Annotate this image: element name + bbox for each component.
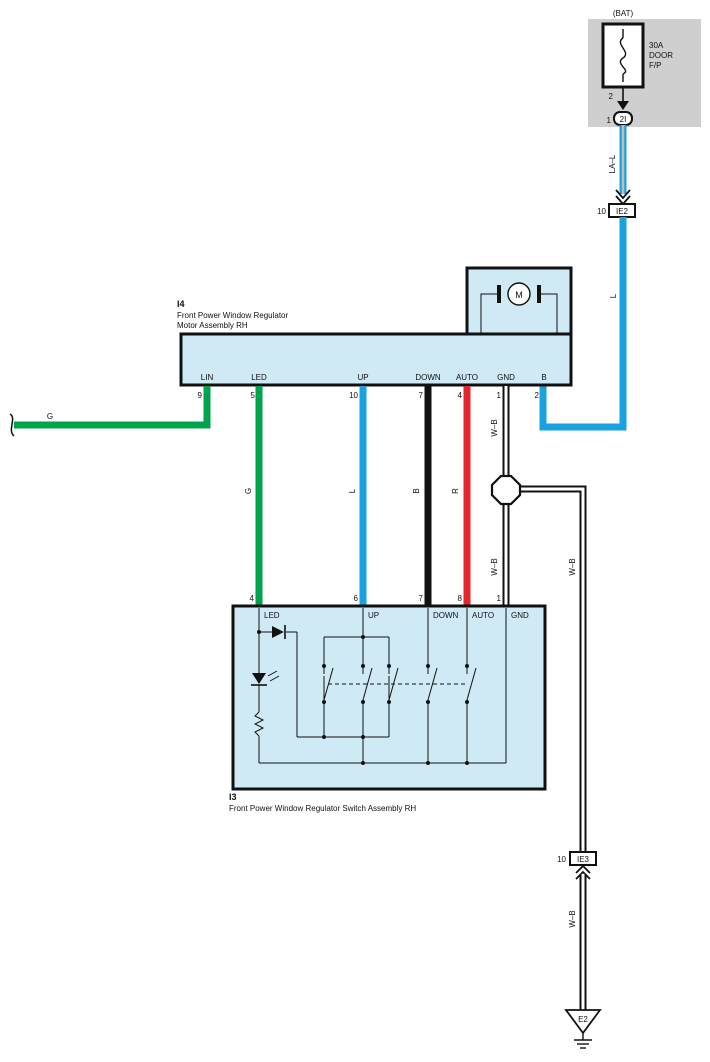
fuse-pin-conn: 1 (607, 116, 612, 125)
wire-label-gnd-mid: W–B (490, 558, 499, 575)
chevron-up-icon (575, 864, 591, 880)
wire-auto: R (451, 386, 471, 605)
ground-point: E2 (564, 1009, 602, 1049)
wire-gnd-bottom: W–B (568, 874, 587, 1010)
switch-terminal-led: LED (264, 611, 280, 620)
wire-break-icon (9, 413, 15, 437)
motor-pin-gnd: 1 (497, 391, 502, 400)
motor-terminal-auto: AUTO (456, 373, 478, 382)
switch-terminal-gnd: GND (511, 611, 529, 620)
connector-ie3: 10 IE3 (557, 851, 597, 880)
led-indicator-icon (272, 625, 286, 639)
motor-icon (507, 282, 531, 306)
wire-la-l: LA–L (608, 125, 631, 206)
fuse-arrow-icon (617, 101, 629, 110)
connector-ie2: 10 IE2 (597, 203, 636, 218)
switch-contact-dots (257, 630, 469, 765)
fuse-rating: 30A (649, 41, 664, 50)
switch-pin-auto: 8 (458, 594, 463, 603)
motor-pin-lin: 9 (198, 391, 203, 400)
wire-gnd-branch: W–B (506, 485, 587, 852)
wire-label-lin: G (47, 412, 53, 421)
motor-terminal-down: DOWN (415, 373, 441, 382)
switch-terminal-down: DOWN (433, 611, 459, 620)
motor-pin-up: 10 (349, 391, 358, 400)
wire-label-down: B (412, 488, 421, 493)
fuse-block: (BAT) 30A DOOR F/P 2 1 2I (588, 9, 701, 127)
switch-terminal-up: UP (368, 611, 379, 620)
connector-ie2-label: IE2 (616, 207, 629, 216)
motor-pin-down: 7 (419, 391, 424, 400)
motor-terminal-up: UP (357, 373, 368, 382)
motor-terminal-lin: LIN (201, 373, 214, 382)
switch-pin-up: 6 (354, 594, 359, 603)
illumination-led-icon (251, 670, 280, 686)
switch-pin-down: 7 (419, 594, 424, 603)
wire-battery-l: L (539, 217, 627, 431)
motor-terminal-b: B (541, 373, 546, 382)
motor-pin-auto: 4 (458, 391, 463, 400)
connector-2i-label: 2I (620, 115, 627, 124)
motor-name-line2: Motor Assembly RH (177, 321, 248, 330)
wire-label-gnd-branch: W–B (568, 558, 577, 575)
fuse-name-line2: F/P (649, 61, 661, 70)
wire-label-auto: R (451, 488, 460, 494)
switch-assembly: 4 6 7 8 1 LED UP DOWN AUTO GND (229, 594, 547, 813)
wire-label-gnd-bottom: W–B (568, 910, 577, 927)
wire-label-led: G (244, 488, 253, 494)
switch-code: I3 (229, 792, 237, 802)
splice-junction (490, 474, 522, 506)
fuse-pin-top: 2 (609, 92, 614, 101)
wire-led: G (244, 386, 263, 605)
wire-lin: G (9, 386, 211, 437)
motor-pin-b: 2 (535, 391, 540, 400)
switch-pin-led: 4 (250, 594, 255, 603)
motor-pin-led: 5 (251, 391, 256, 400)
wire-label-gnd-top: W–B (490, 419, 499, 436)
wire-label-l-main: L (609, 293, 618, 298)
connector-ie2-pin: 10 (597, 207, 606, 216)
ground-label: E2 (578, 1015, 588, 1024)
motor-name-line1: Front Power Window Regulator (177, 311, 288, 320)
wire-label-up: L (348, 488, 357, 493)
switch-name: Front Power Window Regulator Switch Asse… (229, 804, 416, 813)
motor-assembly: M I4 Front Power Window Regulator Motor … (177, 266, 573, 400)
motor-code: I4 (177, 299, 185, 309)
ground-icon (574, 1039, 592, 1049)
fuse-name-line1: DOOR (649, 51, 673, 60)
wire-label-la-l: LA–L (608, 154, 617, 173)
motor-connector-body (179, 332, 573, 387)
wire-down: B (412, 386, 432, 605)
motor-symbol: M (515, 290, 523, 300)
switch-terminal-auto: AUTO (472, 611, 494, 620)
wire-up: L (348, 386, 367, 605)
motor-terminal-led: LED (251, 373, 267, 382)
fuse-icon (619, 29, 627, 82)
motor-terminal-gnd: GND (497, 373, 515, 382)
switch-pin-gnd: 1 (497, 594, 502, 603)
connector-ie3-label: IE3 (577, 855, 590, 864)
fuse-source-label: (BAT) (613, 9, 634, 18)
connector-ie3-pin: 10 (557, 855, 566, 864)
switch-internal-circuit (253, 608, 507, 764)
